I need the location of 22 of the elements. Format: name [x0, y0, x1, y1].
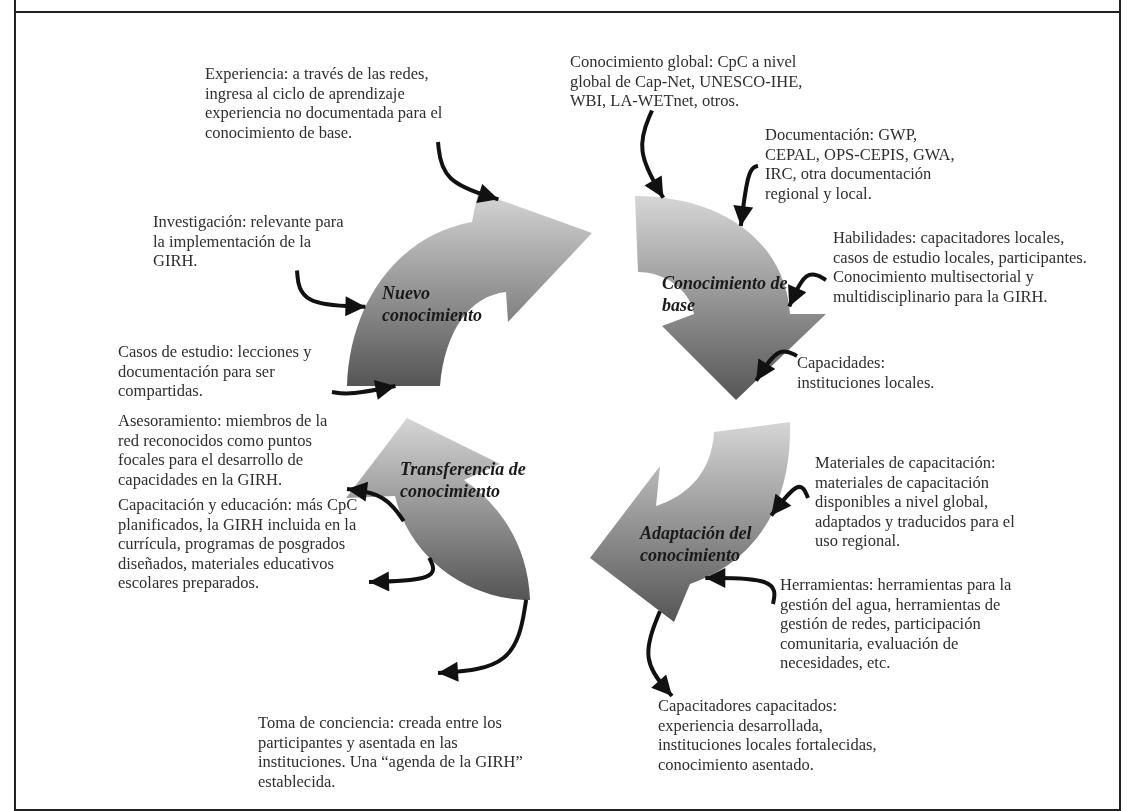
description-text: Experiencia: a través de las redes, ingresa al ciclo de aprendizaje experiencia no documentada para el conocimiento de base. [205, 64, 444, 142]
description-text: Herramientas: herramientas para la gestión del agua, herramientas de gestión de redes, participación comunitaria, evaluación de necesidades, etc. [780, 575, 1013, 673]
curved-arrow [436, 141, 499, 203]
curved-arrow [295, 270, 366, 317]
curved-arrow [331, 380, 396, 400]
curved-arrow [754, 349, 798, 382]
curved-arrow [437, 599, 529, 682]
stage-label: Adaptación del conocimiento [640, 522, 753, 566]
description-text: Investigación: relevante para la implementación de la GIRH. [153, 212, 345, 271]
description-text: Materiales de capacitación: materiales de capacitación disponibles a nivel global, adaptados y traducidos para el uso regional. [815, 453, 1016, 551]
description-text: Documentación: GWP, CEPAL, OPS-CEPIS, GWA, IRC, otra documentación regional y local. [765, 125, 956, 203]
description-text: Asesoramiento: miembros de la red reconocidos como puntos focales para el desarrollo de capacidades en la GIRH. [118, 411, 329, 489]
description-text: Capacitación y educación: más CpC planificados, la GIRH incluida en la currícula, programas de posgrados diseñados, materiales educativos escolares preparados. [118, 495, 359, 593]
curved-arrow [646, 610, 674, 698]
description-text: Toma de conciencia: creada entre los participantes y asentada en las instituciones. Una “agenda de la GIRH” establecida. [258, 713, 524, 791]
curved-arrow [346, 481, 406, 523]
curved-arrow [640, 109, 665, 199]
description-text: Capacidades: instituciones locales. [797, 353, 936, 392]
description-text: Capacitadores capacitados: experiencia desarrollada, instituciones locales fortalecidas, conocimiento asentado. [658, 696, 878, 774]
description-text: Casos de estudio: lecciones y documentación para ser compartidas. [118, 342, 313, 401]
description-text: Habilidades: capacitadores locales, casos de estudio locales, participantes. Conocimiento multisectorial y multidisciplinario para la GIRH. [833, 228, 1088, 306]
description-text: Conocimiento global: CpC a nivel global de Cap-Net, UNESCO-IHE, WBI, LA-WETnet, otros. [570, 52, 804, 111]
